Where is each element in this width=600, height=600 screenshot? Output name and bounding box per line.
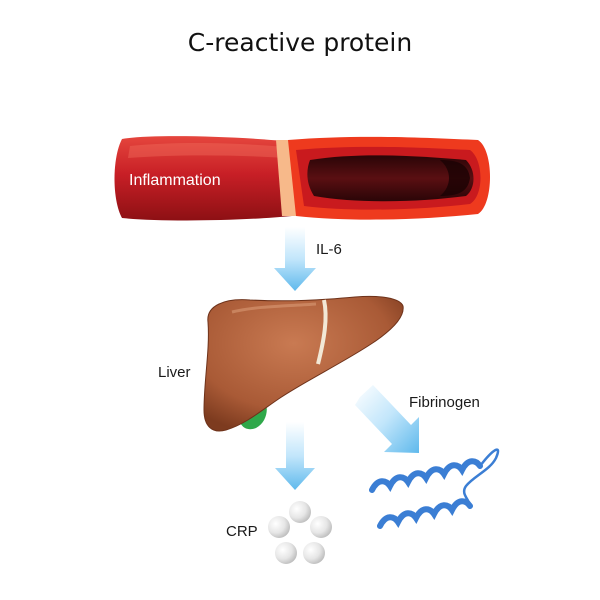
liver-ligament [316, 299, 328, 365]
crp-subunit [289, 501, 311, 523]
fibrinogen-label: Fibrinogen [409, 394, 480, 411]
diagram-title: C-reactive protein [187, 28, 413, 57]
inflammation-label: Inflammation [129, 172, 221, 189]
arrow-liver-to-fibrinogen [355, 385, 419, 453]
liver [203, 295, 404, 432]
vessel-lumen [307, 155, 474, 202]
crp-subunit [268, 516, 290, 538]
crp-label: CRP [226, 523, 258, 540]
il6-label: IL-6 [316, 241, 342, 258]
liver-highlight [231, 302, 317, 314]
vessel-highlight [128, 143, 285, 158]
fibrinogen-helix-lower [377, 498, 473, 529]
vessel-lumen-shade [440, 160, 470, 196]
crp-subunit [310, 516, 332, 538]
vessel-tube [114, 136, 292, 221]
blood-vessel [114, 136, 490, 221]
fibrinogen-molecule [369, 448, 500, 529]
arrow-vessel-to-liver [274, 227, 316, 291]
liver-label: Liver [158, 364, 191, 381]
fibrinogen-helix-upper [369, 458, 483, 493]
arrow-liver-to-crp [275, 422, 315, 490]
liver-body [203, 295, 404, 432]
fibrinogen-coil [462, 448, 500, 507]
crp-subunit [275, 542, 297, 564]
crp-subunit [303, 542, 325, 564]
crp-pentamer [268, 501, 332, 564]
